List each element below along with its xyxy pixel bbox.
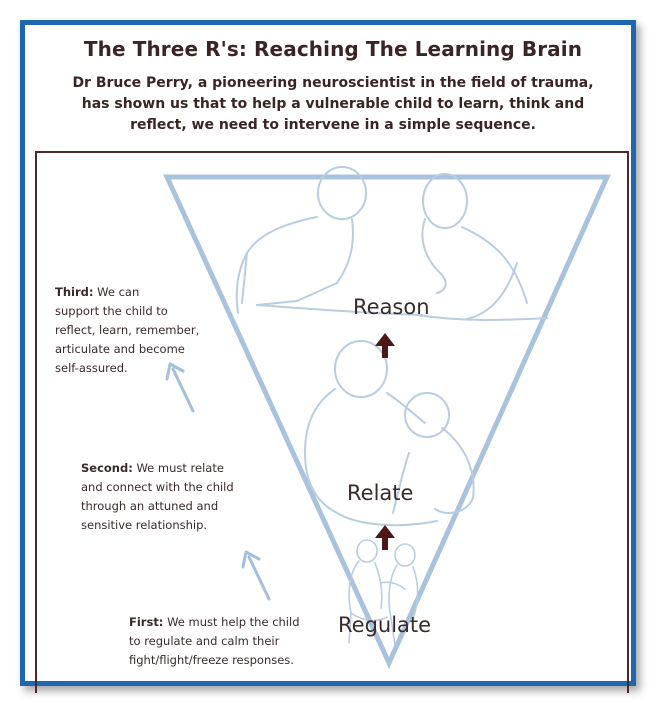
stage-label-relate: Relate <box>347 481 414 505</box>
step-line: reflect, learn, remember, <box>55 323 200 337</box>
step-line: support the child to <box>55 304 168 318</box>
intro-line: has shown us that to help a vulnerable c… <box>81 96 585 112</box>
step-line: We can <box>93 285 140 299</box>
up-arrow-icon <box>375 525 395 550</box>
step-line: and connect with the child <box>81 480 234 494</box>
stage-label-regulate: Regulate <box>338 613 432 637</box>
step-line: through an attuned and <box>81 499 219 513</box>
intro-text: Dr Bruce Perry, a pioneering neuroscient… <box>25 73 641 136</box>
intro-line: reflect, we need to intervene in a simpl… <box>130 117 536 133</box>
page-title: The Three R's: Reaching The Learning Bra… <box>83 37 583 61</box>
step-third-text: Third: We can support the child to refle… <box>55 283 199 378</box>
step-line: fight/flight/freeze responses. <box>129 653 294 667</box>
step-line: to regulate and calm their <box>129 634 280 648</box>
step-line: We must relate <box>132 461 224 475</box>
step-line: articulate and become <box>55 342 185 356</box>
figure-illustration <box>348 539 419 646</box>
step-first-text: First: We must help the child to regulat… <box>129 613 300 670</box>
figure-illustration <box>304 340 475 527</box>
infographic-frame: The Three R's: Reaching The Learning Bra… <box>20 20 636 693</box>
step-lead: First: <box>129 615 164 629</box>
up-arrow-icon <box>241 550 271 601</box>
step-lead: Third: <box>55 285 94 299</box>
stage-label-reason: Reason <box>353 295 430 319</box>
intro-line: Dr Bruce Perry, a pioneering neuroscient… <box>72 75 594 91</box>
up-arrow-icon <box>375 333 395 358</box>
diagram-panel: Reason Relate Regulate Third: We can sup… <box>35 151 629 693</box>
step-lead: Second: <box>81 461 133 475</box>
step-line: We must help the child <box>163 615 300 629</box>
step-line: self-assured. <box>55 361 128 375</box>
inverted-triangle <box>163 174 611 670</box>
step-line: sensitive relationship. <box>81 518 208 532</box>
up-arrow-icon <box>165 362 195 413</box>
figure-illustration <box>235 166 548 321</box>
diagram-graphic <box>163 166 611 670</box>
step-second-text: Second: We must relate and connect with … <box>81 459 234 535</box>
